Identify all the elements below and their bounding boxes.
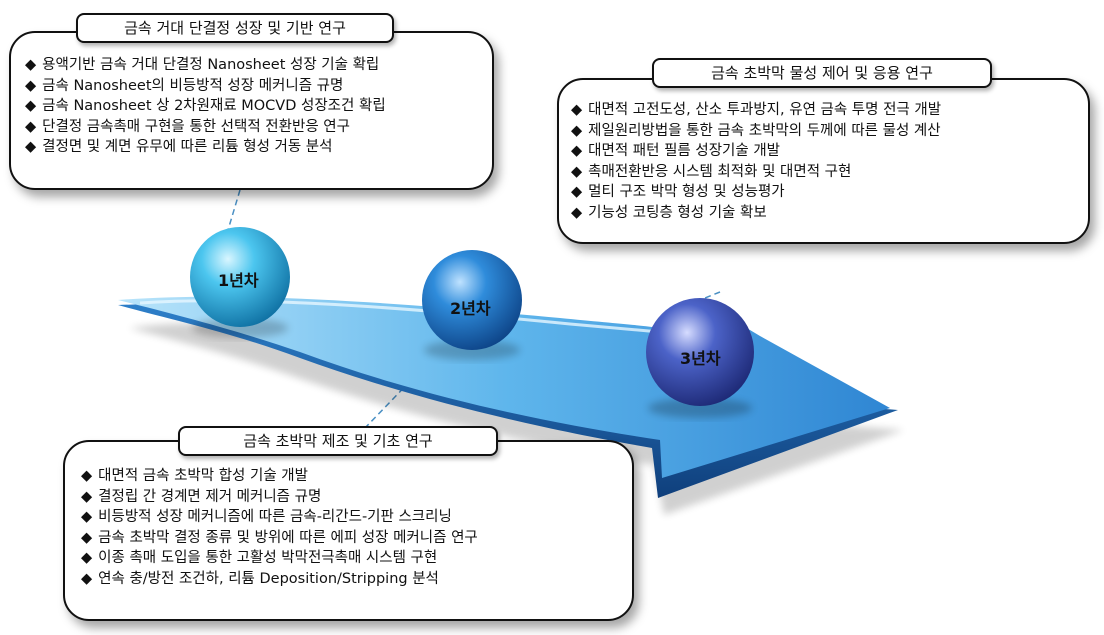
sphere-year2 xyxy=(422,250,522,350)
year1-label: 1년차 xyxy=(218,271,259,290)
sphere-year3 xyxy=(646,298,754,406)
panel-year3: ◆대면적 고전도성, 산소 투과방지, 유연 금속 투명 전극 개발 ◆제일원리… xyxy=(557,78,1090,244)
list-item: ◆연속 충/방전 조건하, 리튬 Deposition/Stripping 분석 xyxy=(81,570,439,587)
panel-year3-title: 금속 초박막 물성 제어 및 응용 연구 xyxy=(652,58,992,88)
year2-label: 2년차 xyxy=(450,299,491,318)
diamond-bullet-icon: ◆ xyxy=(81,509,93,525)
diamond-bullet-icon: ◆ xyxy=(25,57,37,73)
list-item: ◆멀티 구조 박막 형성 및 성능평가 xyxy=(571,184,785,200)
diamond-bullet-icon: ◆ xyxy=(81,550,93,566)
diamond-bullet-icon: ◆ xyxy=(25,98,37,114)
diamond-bullet-icon: ◆ xyxy=(25,139,37,155)
sphere3-shadow xyxy=(648,398,752,418)
list-item: ◆비등방적 성장 메커니즘에 따른 금속-리간드-기판 스크리닝 xyxy=(81,509,452,525)
panel-year1-title: 금속 거대 단결정 성장 및 기반 연구 xyxy=(76,13,394,43)
list-item: ◆대면적 금속 초박막 합성 기술 개발 xyxy=(81,468,308,484)
list-item: ◆대면적 고전도성, 산소 투과방지, 유연 금속 투명 전극 개발 xyxy=(571,102,942,118)
diamond-bullet-icon: ◆ xyxy=(571,204,583,221)
year3-label: 3년차 xyxy=(680,349,721,368)
list-item: ◆용액기반 금속 거대 단결정 Nanosheet 성장 기술 확립 xyxy=(25,57,380,73)
list-item: ◆촉매전환반응 시스템 최적화 및 대면적 구현 xyxy=(571,163,852,180)
list-item: ◆이종 촉매 도입을 통한 고활성 박막전극촉매 시스템 구현 xyxy=(81,550,438,566)
panel-year2-list: ◆대면적 금속 초박막 합성 기술 개발 ◆결정립 간 경계면 제거 메커니즘 … xyxy=(81,466,478,589)
diamond-bullet-icon: ◆ xyxy=(81,570,93,587)
list-item: ◆금속 초박막 결정 종류 및 방위에 따른 에피 성장 메커니즘 연구 xyxy=(81,529,478,546)
diamond-bullet-icon: ◆ xyxy=(81,529,93,546)
arrow-highlight xyxy=(139,299,661,334)
panel-year3-list: ◆대면적 고전도성, 산소 투과방지, 유연 금속 투명 전극 개발 ◆제일원리… xyxy=(571,100,941,223)
diamond-bullet-icon: ◆ xyxy=(571,122,583,139)
diamond-bullet-icon: ◆ xyxy=(25,77,37,94)
sphere-year1 xyxy=(190,227,290,327)
panel-year1-list: ◆용액기반 금속 거대 단결정 Nanosheet 성장 기술 확립 ◆금속 N… xyxy=(25,55,386,158)
diamond-bullet-icon: ◆ xyxy=(571,163,583,180)
list-item: ◆결정면 및 계면 유무에 따른 리튬 형성 거동 분석 xyxy=(25,139,333,155)
list-item: ◆기능성 코팅층 형성 기술 확보 xyxy=(571,204,767,221)
connector-year3 xyxy=(699,291,721,301)
list-item: ◆제일원리방법을 통한 금속 초박막의 두께에 따른 물성 계산 xyxy=(571,122,941,139)
list-item: ◆대면적 패턴 필름 성장기술 개발 xyxy=(571,143,781,159)
list-item: ◆금속 Nanosheet 상 2차원재료 MOCVD 성장조건 확립 xyxy=(25,98,386,114)
diamond-bullet-icon: ◆ xyxy=(571,102,583,118)
list-item: ◆단결정 금속촉매 구현을 통한 선택적 전환반응 연구 xyxy=(25,118,350,135)
diamond-bullet-icon: ◆ xyxy=(571,184,583,200)
diamond-bullet-icon: ◆ xyxy=(571,143,583,159)
list-item: ◆결정립 간 경계면 제거 메커니즘 규명 xyxy=(81,488,322,505)
panel-year2: ◆대면적 금속 초박막 합성 기술 개발 ◆결정립 간 경계면 제거 메커니즘 … xyxy=(63,440,634,621)
panel-year1: ◆용액기반 금속 거대 단결정 Nanosheet 성장 기술 확립 ◆금속 N… xyxy=(9,31,494,190)
diamond-bullet-icon: ◆ xyxy=(25,118,37,135)
sphere1-shadow xyxy=(192,318,288,338)
panel-year2-title: 금속 초박막 제조 및 기초 연구 xyxy=(178,426,498,456)
diamond-bullet-icon: ◆ xyxy=(81,488,93,505)
diamond-bullet-icon: ◆ xyxy=(81,468,93,484)
list-item: ◆금속 Nanosheet의 비등방적 성장 메커니즘 규명 xyxy=(25,77,344,94)
